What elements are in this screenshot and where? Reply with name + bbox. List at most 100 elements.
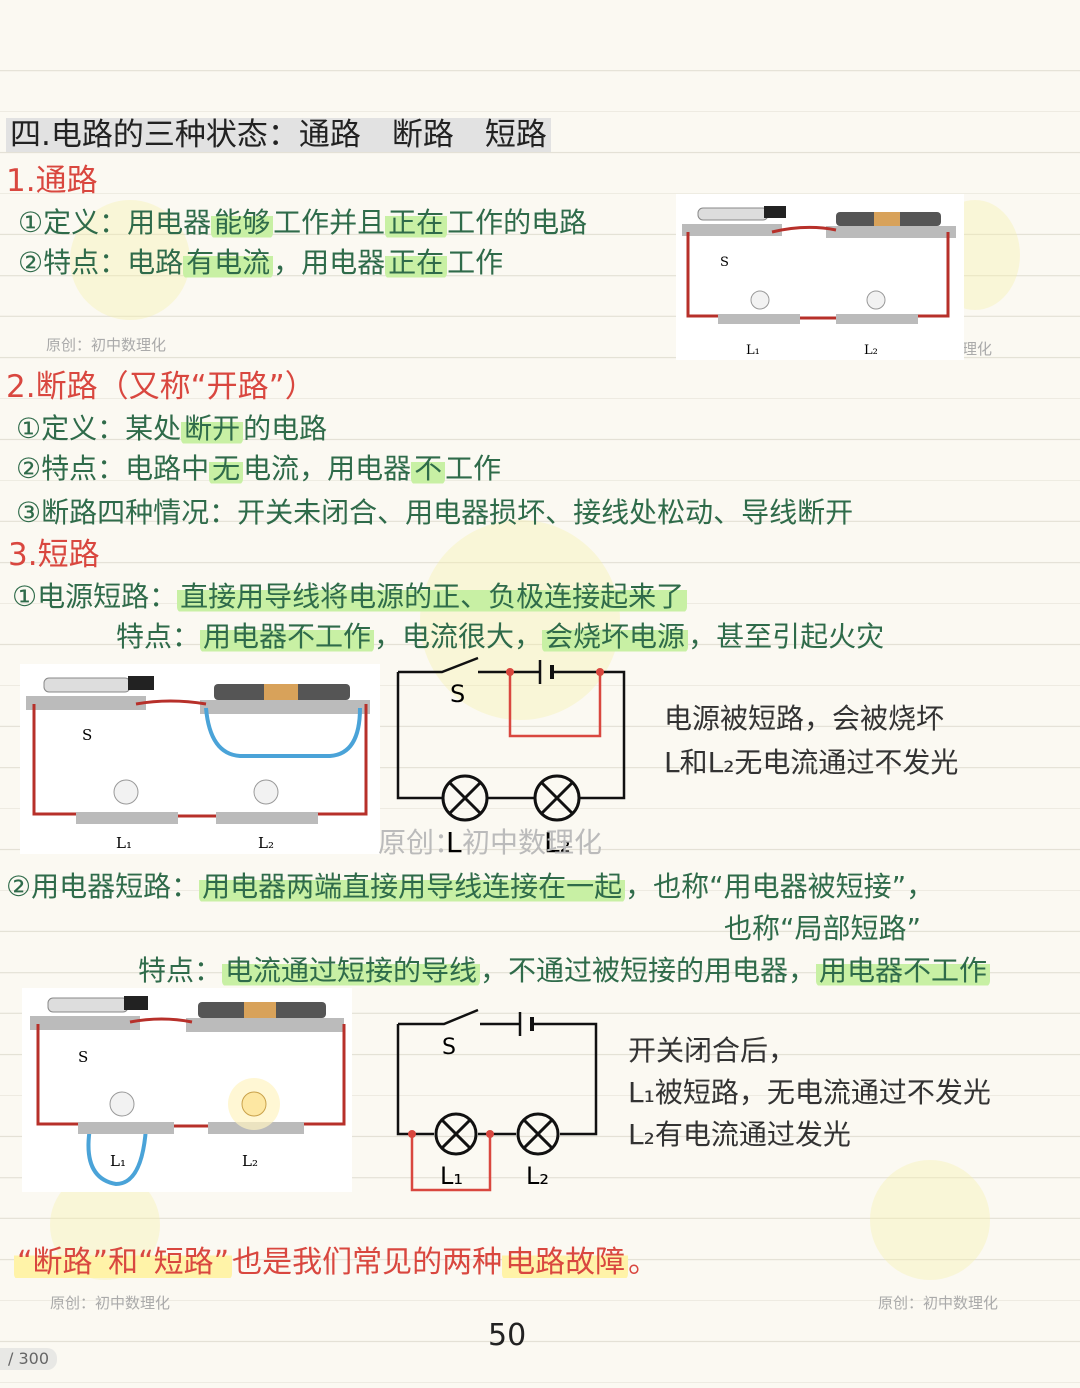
lamp-base-2 (216, 812, 318, 824)
s3-power-short: ①电源短路：直接用导线将电源的正、负极连接起来了 (12, 580, 688, 613)
text: 电流，用电器 (243, 452, 412, 485)
watermark-large: 原创：初中数理化 (378, 826, 603, 859)
bulb-1-icon (109, 1091, 135, 1117)
watermark: 原创：初中数理化 (46, 336, 167, 354)
label-l1: L₁ (116, 834, 132, 852)
junction (486, 1130, 494, 1138)
section-heading-1: 1.通路 (6, 163, 98, 199)
switch-knife (697, 207, 769, 221)
section-heading-2: 2.断路（又称“开路”） (6, 369, 316, 405)
text: ，不通过被短接的用电器， (480, 954, 817, 987)
s2-cases: ③断路四种情况：开关未闭合、用电器损坏、接线处松动、导线断开 (16, 496, 854, 529)
wire (918, 232, 950, 318)
lamp-symbol-1-icon (441, 774, 489, 822)
text: ②特点：电路中 (16, 452, 210, 485)
lamp-base-1 (718, 314, 800, 324)
lamp-base-1 (78, 1122, 174, 1134)
label-l1-schematic: L₁ (440, 1162, 463, 1190)
highlight: 直接用导线将电源的正、负极连接起来了 (177, 580, 688, 613)
switch-symbol (398, 656, 479, 674)
lamp-cross (522, 1118, 554, 1150)
s1-feature: ②特点：电路有电流，用电器正在工作 (18, 246, 503, 279)
highlight: 正在 (385, 206, 448, 239)
smiley-watermark-icon (870, 1160, 990, 1280)
bulb-1-icon (113, 779, 139, 805)
highlight: 用电器不工作 (200, 620, 375, 653)
lamp-cross (448, 781, 482, 815)
text: ②特点：电路 (18, 246, 184, 279)
short-wire-red (410, 1134, 492, 1192)
label-l2: L₂ (258, 834, 274, 852)
text: 。 (628, 1245, 659, 1280)
power-short-note-1: 电源被短路，会被烧坏 (664, 702, 945, 735)
short-wire (86, 1127, 148, 1187)
s3-appliance-short-feature: 特点：电流通过短接的导线，不通过被短接的用电器，用电器不工作 (138, 954, 991, 987)
battery-band (264, 684, 298, 700)
wire (686, 232, 724, 318)
circuit-photo-3: S L₁ L₂ (22, 988, 352, 1192)
summary-line: “断路”和“短路”也是我们常见的两种电路故障。 (14, 1245, 659, 1280)
wire (310, 704, 368, 816)
s2-definition: ①定义：某处断开的电路 (16, 412, 327, 445)
switch-handle (764, 206, 786, 218)
circuit-apparatus-illustration: S L₁ L₂ (682, 206, 956, 358)
s2-feature: ②特点：电路中无电流，用电器不工作 (16, 452, 501, 485)
label-s-schematic: S (450, 680, 465, 708)
lamp-symbol-2-icon (516, 1112, 560, 1156)
battery-base (826, 226, 956, 238)
s3-appliance-short: ②用电器短路：用电器两端直接用导线连接在一起，也称“用电器被短接”， (6, 870, 934, 903)
label-l2: L₂ (864, 343, 878, 358)
text: 也是我们常见的两种 (232, 1245, 503, 1280)
highlight: 无 (209, 452, 244, 485)
bulb-2-icon (866, 290, 886, 310)
smiley-watermark-icon (70, 200, 190, 320)
highlight: 电路故障 (502, 1245, 629, 1280)
highlight: 有电流 (183, 246, 274, 279)
highlight: 断开 (181, 412, 244, 445)
highlight: 不 (411, 452, 446, 485)
label-s-schematic: S (442, 1035, 456, 1060)
appliance-short-note-3: L₂有电流通过发光 (628, 1118, 851, 1151)
text: ①定义：某处 (16, 412, 182, 445)
text: 特点： (116, 620, 201, 653)
label-s: S (720, 255, 729, 270)
battery-band (874, 212, 900, 226)
appliance-short-note-1: 开关闭合后， (628, 1034, 797, 1067)
watermark: 原创：初中数理化 (878, 1294, 999, 1312)
section-heading-3: 3.短路 (8, 537, 100, 573)
highlight: 电流通过短接的导线 (222, 954, 481, 987)
power-short-schematic: S L L₂ (396, 656, 626, 856)
circuit-photo-2: S L₁ L₂ (20, 664, 380, 854)
watermark-partial: 理化 (962, 340, 993, 358)
junction (408, 1130, 416, 1138)
switch-symbol (398, 1008, 479, 1026)
text: ②用电器短路： (6, 870, 200, 903)
s3-appliance-short-alias: 也称“局部短路” (724, 912, 922, 945)
text: 特点： (138, 954, 223, 987)
wire (36, 1024, 84, 1126)
circuit-wire (396, 1022, 598, 1136)
s1-definition: ①定义：用电器能够工作并且正在工作的电路 (18, 206, 588, 239)
appliance-short-apparatus-illustration: S L₁ L₂ (30, 996, 346, 1187)
lamp-symbol-1-icon (434, 1112, 478, 1156)
text: ①定义：用电器 (18, 206, 212, 239)
short-wire-red (508, 672, 602, 738)
switch-handle (128, 676, 154, 690)
lamp-cross (440, 1118, 472, 1150)
text: ，甚至引起火灾 (688, 620, 885, 653)
battery-band (244, 1002, 276, 1018)
text: 工作的电路 (447, 206, 588, 239)
s3-power-short-feature: 特点：用电器不工作，电流很大，会烧坏电源，甚至引起火灾 (116, 620, 885, 653)
lamp-base-2 (836, 314, 918, 324)
text: ①电源短路： (12, 580, 178, 613)
junction (506, 668, 514, 676)
switch-handle (124, 996, 148, 1010)
power-short-note-2: L和L₂无电流通过不发光 (664, 746, 959, 779)
page-number: 50 (488, 1318, 527, 1353)
wire (32, 704, 82, 816)
wire (135, 699, 207, 706)
circuit-wire (396, 670, 626, 800)
highlight: 正在 (385, 246, 448, 279)
label-l1: L₁ (110, 1152, 126, 1170)
battery-base (200, 700, 370, 714)
